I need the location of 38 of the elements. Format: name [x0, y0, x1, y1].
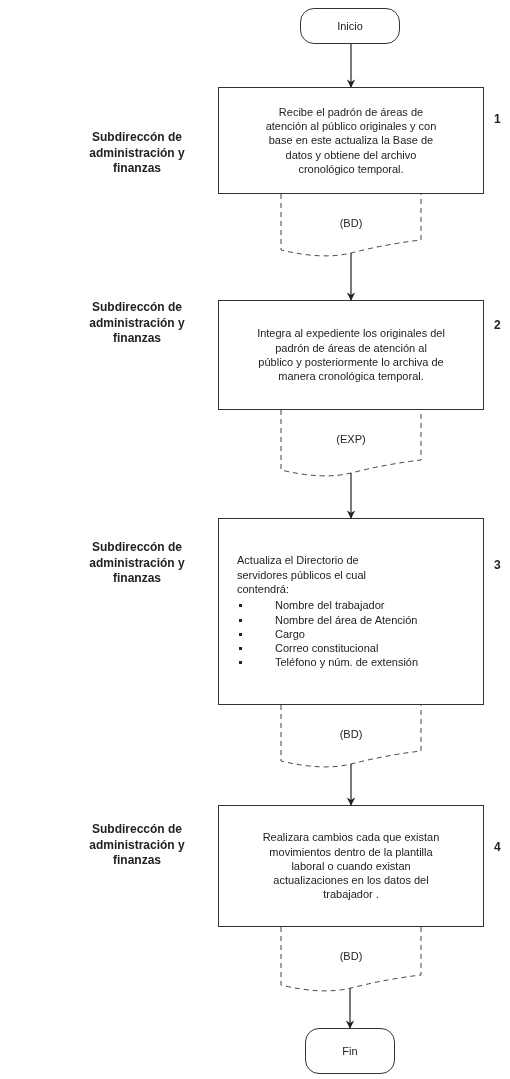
process-box — [218, 87, 484, 194]
step-number: 3 — [494, 558, 501, 572]
list-item: Nombre del trabajador — [275, 599, 385, 612]
document-label: (BD) — [339, 949, 363, 964]
arrow — [346, 472, 356, 519]
list-item: Correo constitucional — [275, 642, 379, 655]
process-box — [218, 518, 484, 705]
document-shape — [280, 194, 422, 260]
terminator-label: Fin — [342, 1043, 358, 1059]
responsible-label: Subdireccón de administración y finanzas — [88, 822, 186, 869]
responsible-label: Subdireccón de administración y finanzas — [88, 130, 186, 177]
arrow — [346, 252, 356, 301]
list-item: Teléfono y núm. de extensión — [275, 656, 419, 669]
arrow — [345, 987, 355, 1029]
process-text: Recibe el padrón de áreas de atención al público originales y con base en este actualiza la Base de datos y obtiene del archivo cronológico temporal. — [264, 104, 438, 177]
arrow — [346, 763, 356, 806]
process-box — [218, 805, 484, 927]
terminator-box — [300, 8, 400, 44]
list-item: Nombre del área de Atención — [275, 613, 418, 626]
responsible-label: Subdireccón de administración y finanzas — [88, 540, 186, 587]
document-label: (BD) — [339, 727, 363, 742]
responsible-label: Subdireccón de administración y finanzas — [88, 300, 186, 347]
document-shape — [280, 927, 422, 995]
list-item: Cargo — [275, 627, 305, 640]
process-text: Actualiza el Directorio de servidores públicos el cual contendrá: — [237, 553, 367, 597]
document-shape — [280, 705, 422, 771]
document-label: (EXP) — [336, 432, 366, 447]
process-box — [218, 300, 484, 410]
step-number: 4 — [494, 840, 501, 854]
step-number: 2 — [494, 318, 501, 332]
terminator-label: Inicio — [337, 18, 363, 34]
terminator-box — [305, 1028, 395, 1074]
document-shape — [280, 410, 422, 480]
document-label: (BD) — [339, 216, 363, 231]
process-text: Realizara cambios cada que existan movimientos dentro de la plantilla laboral o cuando existan actualizaciones en los datos del trabajador . — [261, 830, 441, 902]
process-text: Integra al expediente los originales del padrón de áreas de atención al público y posteriormente lo archiva de manera cronológica temporal. — [257, 326, 445, 384]
step-number: 1 — [494, 112, 501, 126]
arrow — [346, 43, 356, 88]
